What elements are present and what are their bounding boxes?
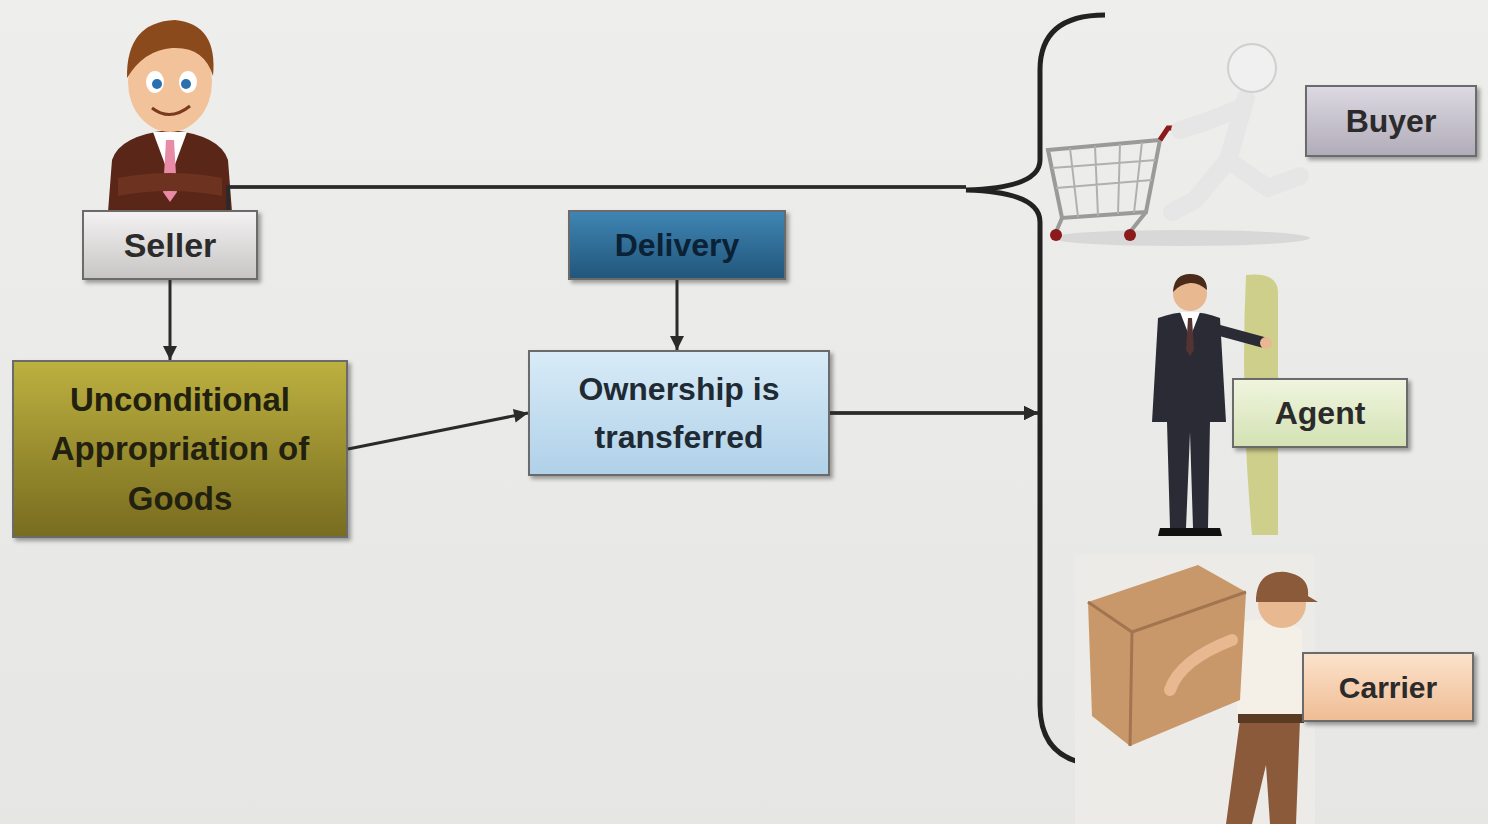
connector-line: [228, 187, 1302, 687]
carrier-cap: [1256, 572, 1318, 602]
arrow-head: [670, 336, 684, 350]
connector-line: [228, 121, 1305, 210]
node-label: Seller: [124, 220, 217, 271]
agent-shoes: [1158, 528, 1222, 536]
connector-line: [169, 280, 172, 360]
runner-leg: [1172, 160, 1228, 212]
connector-line: [228, 187, 1232, 413]
runner-head: [1228, 44, 1276, 92]
seller-pupil: [181, 79, 191, 89]
cart-basket: [1048, 140, 1160, 218]
carrier-arm: [1170, 640, 1232, 690]
carrier-pants: [1226, 720, 1300, 824]
agent-tie: [1186, 318, 1194, 356]
seller-eye: [146, 71, 164, 93]
seller-arms: [118, 173, 222, 196]
cart-legs: [1056, 212, 1146, 232]
connector-line: [830, 412, 1232, 415]
process-box: Unconditional Appropriation of Goods: [12, 360, 348, 538]
agent-hair: [1173, 274, 1207, 292]
connector-arrow: [228, 121, 1305, 210]
agent-hand: [1260, 337, 1272, 349]
runner-leg: [1228, 160, 1300, 188]
connector-line: [348, 413, 528, 449]
cart-grid: [1052, 142, 1156, 217]
cart-wheel: [1124, 229, 1136, 241]
role-box: Seller: [82, 210, 258, 280]
role-box: Buyer: [1305, 85, 1477, 157]
seller-pupil: [152, 79, 162, 89]
process-box: Delivery: [568, 210, 786, 280]
node-label: Buyer: [1346, 97, 1437, 145]
seller-jacket: [108, 130, 232, 212]
carrier-box-edges: [1088, 592, 1246, 746]
arrow-head: [1024, 406, 1038, 420]
arrow-head: [1024, 406, 1038, 420]
node-label: Carrier: [1339, 665, 1437, 710]
runner-arm: [1180, 108, 1240, 130]
carrier-belt: [1238, 714, 1304, 723]
node-label: Unconditional Appropriation of Goods: [32, 375, 328, 524]
connector-arrow: [830, 121, 1305, 420]
connector-line: [676, 280, 679, 350]
seller-eye: [179, 71, 197, 93]
connector-arrow: [348, 409, 528, 449]
cart-shadow: [1050, 230, 1310, 246]
agent-arm: [1218, 330, 1262, 342]
node-label: Delivery: [615, 221, 740, 269]
connector-arrow: [670, 280, 684, 350]
connector-line: [830, 413, 1302, 687]
result-box: Ownership is transferred: [528, 350, 830, 476]
node-label: Ownership is transferred: [548, 365, 810, 461]
carrier-box: [1088, 565, 1246, 746]
arrow-head: [163, 346, 177, 360]
node-label: Agent: [1275, 389, 1366, 437]
role-box: Agent: [1232, 378, 1408, 448]
arrow-head: [513, 409, 528, 423]
agent-suit: [1152, 312, 1226, 528]
role-box: Carrier: [1302, 652, 1474, 722]
connector-arrow: [228, 187, 1302, 687]
connector-arrow: [163, 280, 177, 360]
arrow-head: [1024, 406, 1038, 420]
connector-arrow: [830, 406, 1232, 420]
seller-hair: [127, 20, 214, 78]
seller-tie: [163, 140, 177, 202]
runner-figure: [1172, 98, 1300, 212]
seller-smile: [152, 106, 190, 115]
connector-line: [830, 121, 1305, 413]
connector-arrow: [228, 187, 1232, 413]
connector-arrow: [830, 406, 1302, 687]
cart-wheel: [1050, 229, 1062, 241]
